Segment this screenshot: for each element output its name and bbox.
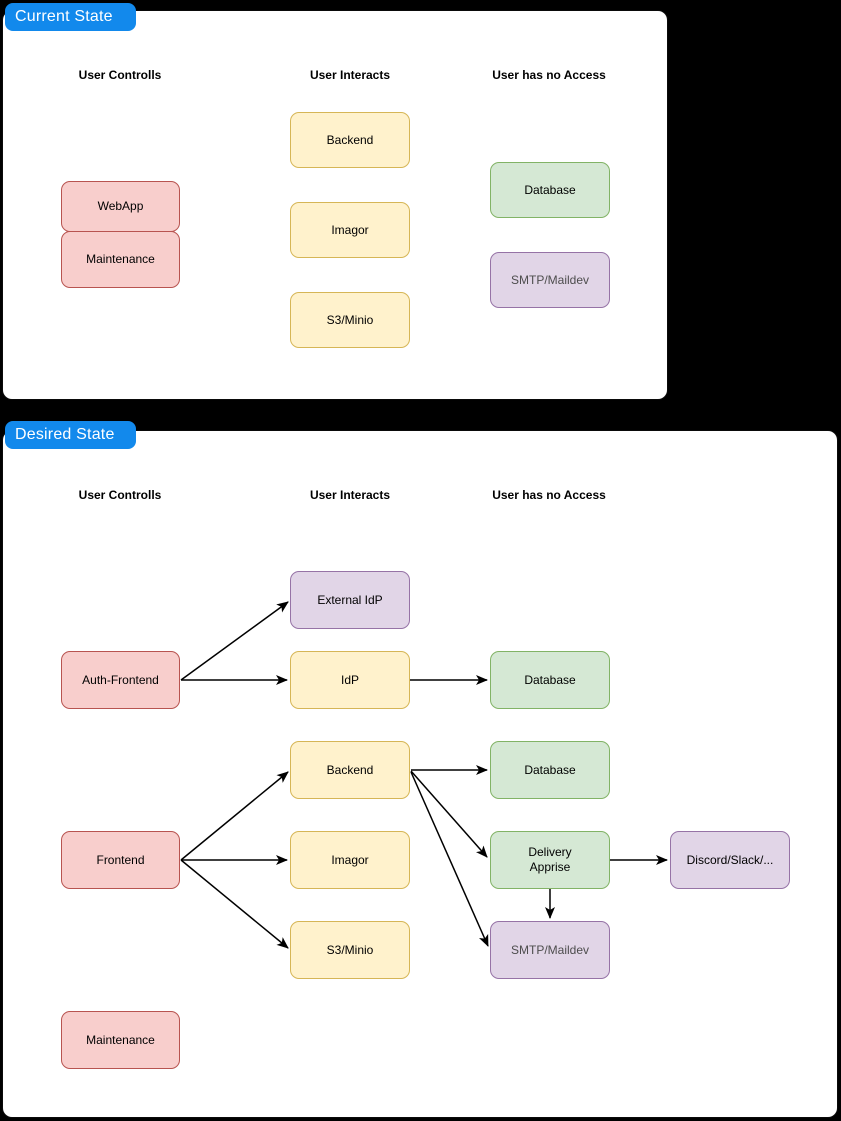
current-column-header-user-has-no-access: User has no Access <box>492 68 606 82</box>
desired-column-header-user-interacts: User Interacts <box>309 488 391 502</box>
desired-node-s3minio: S3/Minio <box>290 921 410 979</box>
desired-column-header-user-controls: User Controlls <box>78 488 162 502</box>
desired-node-smtp-maildev: SMTP/Maildev <box>490 921 610 979</box>
desired-node-auth-frontend: Auth-Frontend <box>61 651 180 709</box>
desired-node-maintenance: Maintenance <box>61 1011 180 1069</box>
desired-node-external-idp: External IdP <box>290 571 410 629</box>
delivery-apprise-line2: Apprise <box>529 860 571 874</box>
desired-column-header-user-has-no-access: User has no Access <box>492 488 606 502</box>
current-state-tab: Current State <box>5 3 136 31</box>
delivery-apprise-line1: Delivery <box>528 845 572 859</box>
desired-node-database-backend: Database <box>490 741 610 799</box>
desired-node-database-idp: Database <box>490 651 610 709</box>
current-node-backend: Backend <box>290 112 410 168</box>
desired-node-discord-slack: Discord/Slack/... <box>670 831 790 889</box>
desired-node-imagor: Imagor <box>290 831 410 889</box>
current-column-header-user-interacts: User Interacts <box>309 68 391 82</box>
desired-node-delivery-apprise: Delivery Apprise <box>490 831 610 889</box>
current-column-header-user-controls: User Controlls <box>78 68 162 82</box>
current-node-imagor: Imagor <box>290 202 410 258</box>
current-node-database: Database <box>490 162 610 218</box>
desired-state-tab-label: Desired State <box>15 426 115 443</box>
current-node-maintenance: Maintenance <box>61 231 180 288</box>
current-node-s3minio: S3/Minio <box>290 292 410 348</box>
desired-node-idp: IdP <box>290 651 410 709</box>
current-state-tab-label: Current State <box>15 8 113 25</box>
desired-node-backend: Backend <box>290 741 410 799</box>
current-node-webapp: WebApp <box>61 181 180 232</box>
current-node-smtp-maildev: SMTP/Maildev <box>490 252 610 308</box>
desired-state-tab: Desired State <box>5 421 136 449</box>
desired-node-frontend: Frontend <box>61 831 180 889</box>
